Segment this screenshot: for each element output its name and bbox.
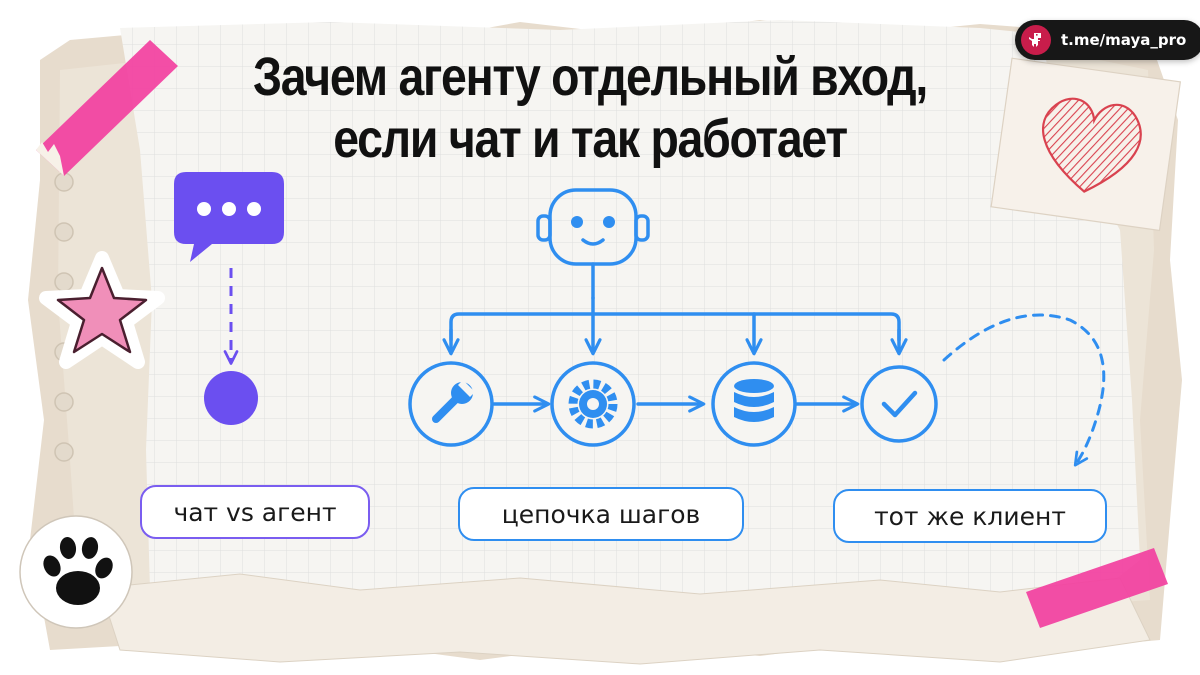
- heart-icon: [1041, 97, 1142, 193]
- channel-handle: t.me/maya_pro: [1061, 31, 1187, 49]
- check-icon: [881, 390, 918, 418]
- channel-badge[interactable]: t.me/maya_pro: [1015, 20, 1200, 60]
- gear-icon: [568, 379, 618, 429]
- step-node-gear: [550, 361, 636, 447]
- page-title: Зачем агенту отдельный вход, если чат и …: [220, 46, 960, 170]
- title-line-1: Зачем агенту отдельный вход,: [253, 47, 928, 107]
- star-sticker: [39, 251, 165, 369]
- database-icon: [734, 379, 774, 422]
- chat-bubble-icon: [174, 172, 284, 262]
- step-node-database: [711, 361, 797, 447]
- step-node-check: [860, 365, 938, 443]
- binder-holes: [54, 172, 74, 462]
- paw-sticker: [19, 515, 133, 629]
- dino-icon: [1021, 25, 1051, 55]
- chat-endpoint-dot: [204, 371, 258, 425]
- star-icon: [56, 266, 148, 354]
- return-dashed-arrow: [942, 313, 1106, 467]
- label-step-chain: цепочка шагов: [458, 487, 744, 541]
- washi-tape-bottom-right: [1026, 548, 1168, 628]
- label-same-client: тот же клиент: [833, 489, 1107, 543]
- wrench-icon: [432, 380, 475, 423]
- branch-connectors: [442, 262, 908, 356]
- paw-icon: [43, 537, 113, 605]
- washi-tape-top-left: [36, 40, 178, 176]
- label-chat-vs-agent: чат vs агент: [140, 485, 370, 539]
- title-line-2: если чат и так работает: [333, 109, 848, 169]
- torn-paper-strip: [99, 573, 1151, 665]
- heart-note: [990, 57, 1182, 232]
- step-node-wrench: [408, 361, 494, 447]
